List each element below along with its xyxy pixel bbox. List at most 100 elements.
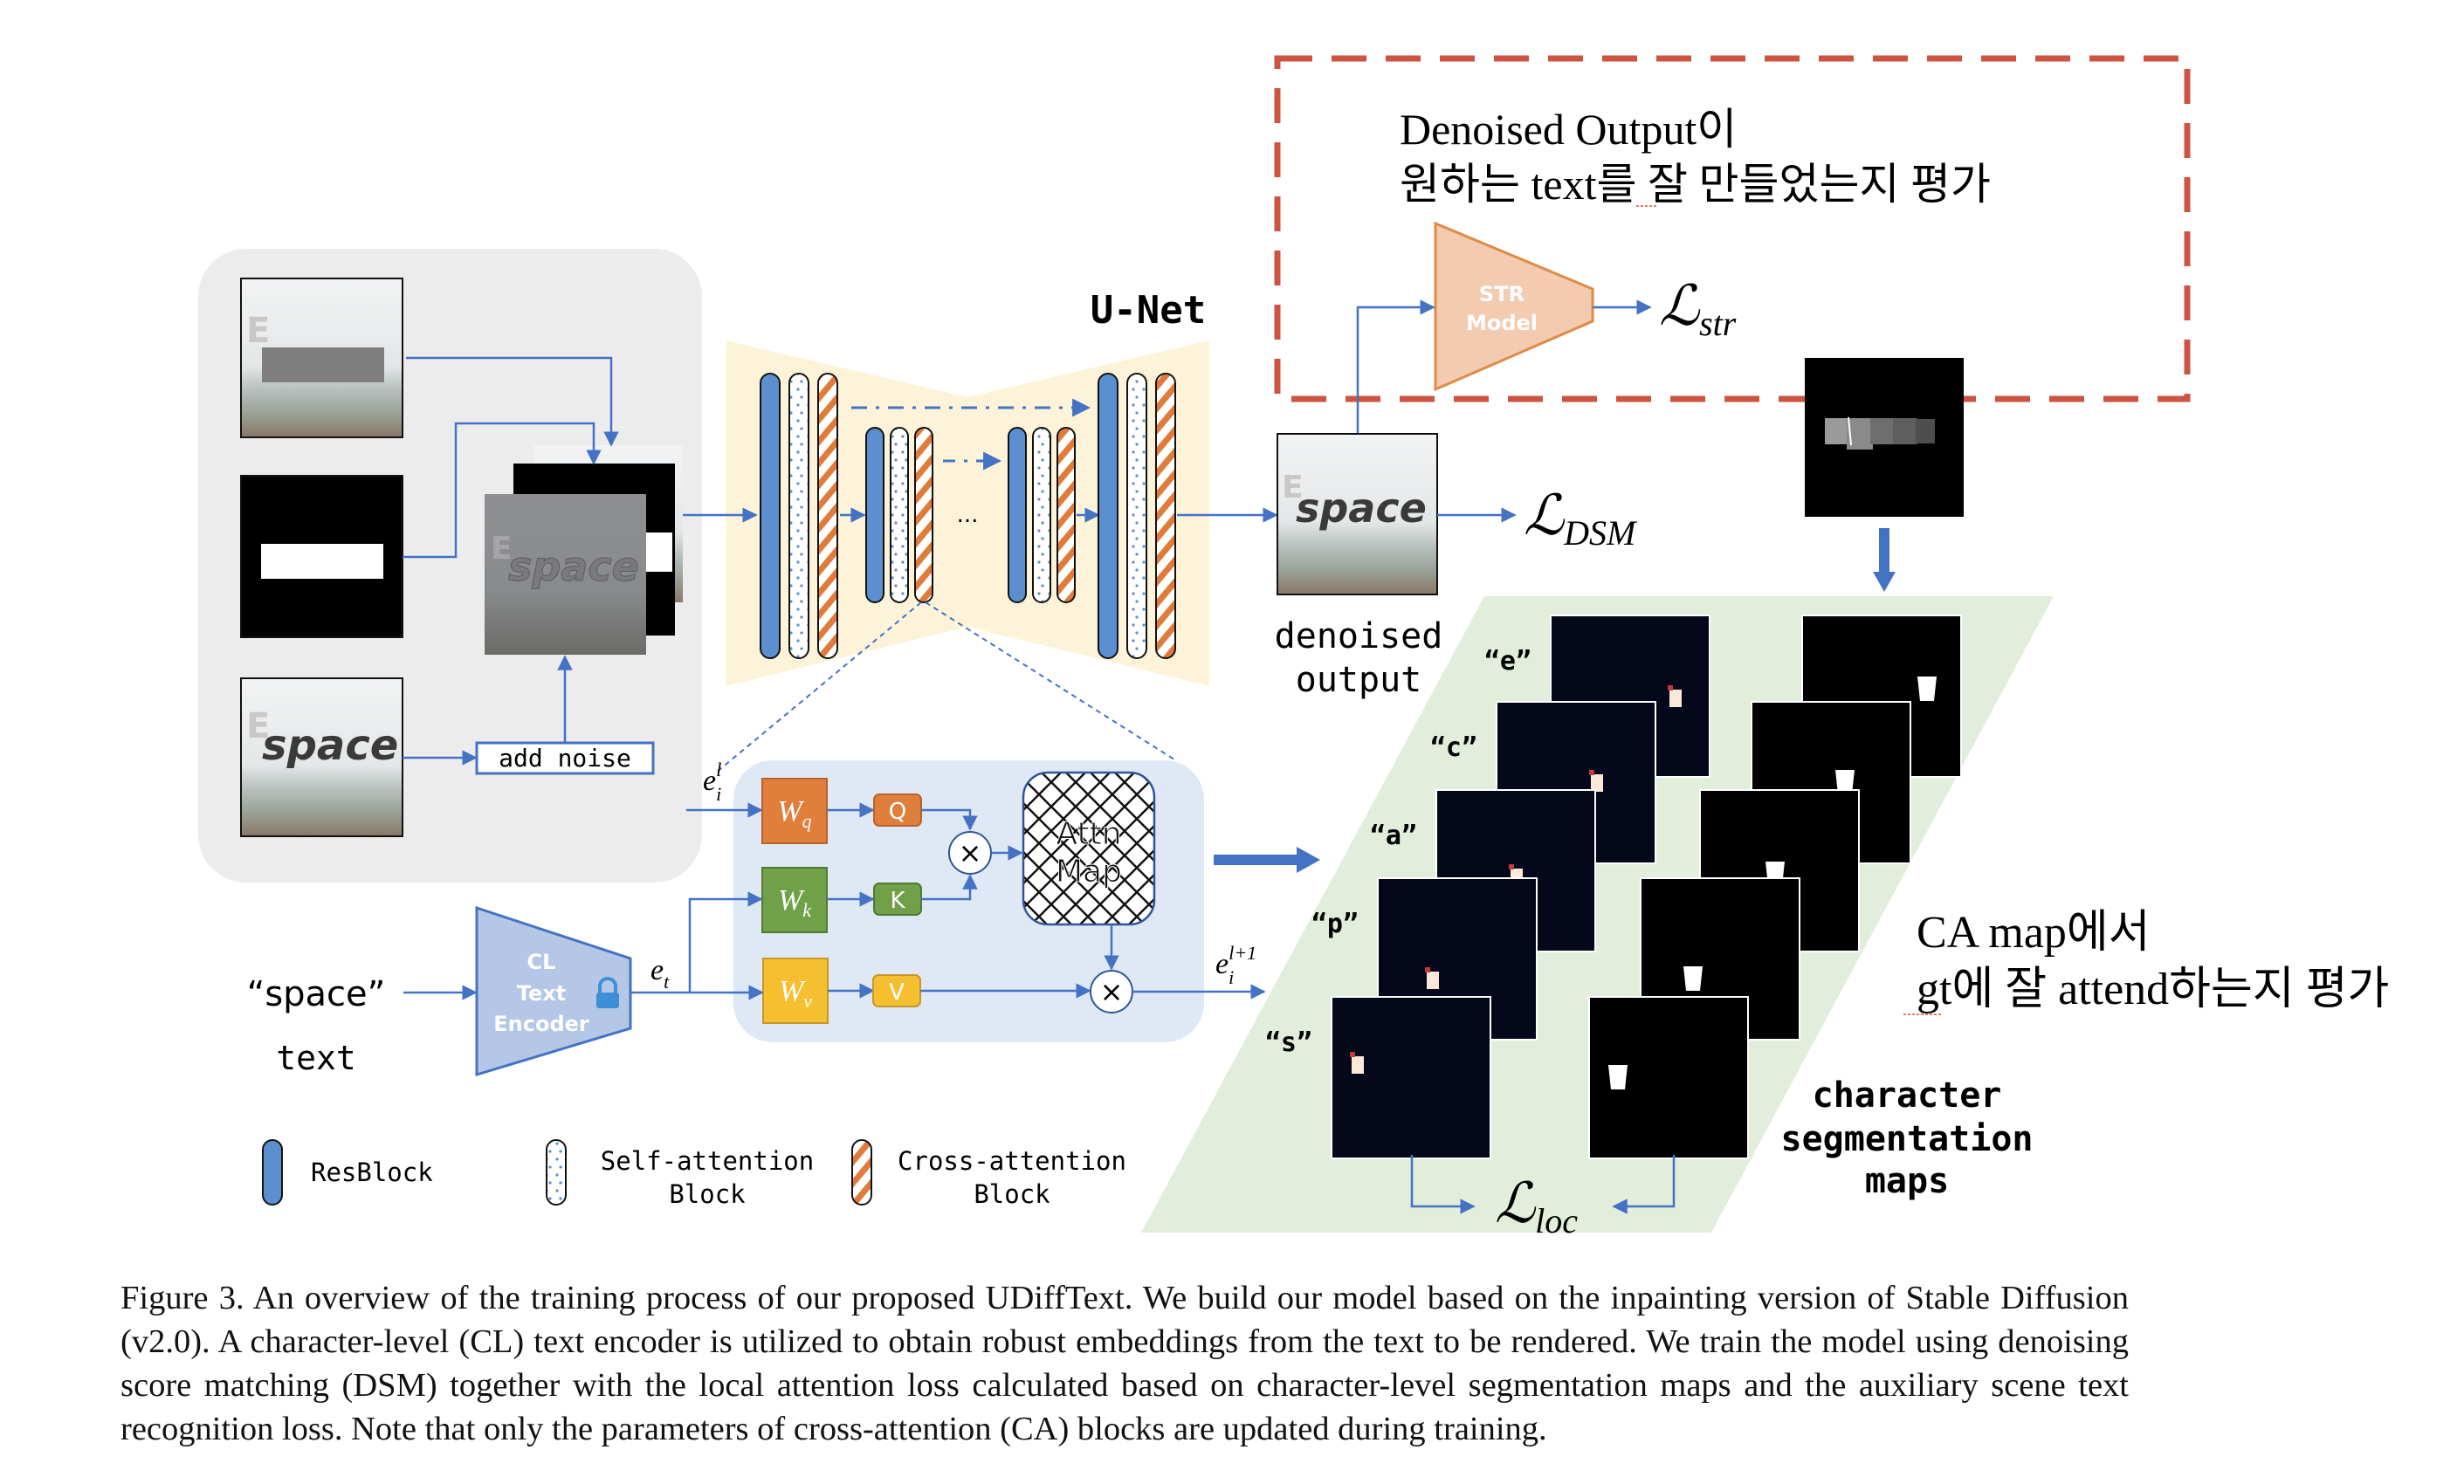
mask-image — [240, 475, 403, 638]
legend-cross-attention-swatch — [851, 1139, 872, 1206]
seg-maps-label-3: maps — [1865, 1161, 1949, 1201]
self-attention-block — [788, 373, 809, 659]
ca-attention-spot — [1352, 1056, 1364, 1074]
arrow-q-mult — [921, 808, 978, 831]
figure-caption: Figure 3. An overview of the training pr… — [120, 1280, 2129, 1447]
encoder-label-3: Encoder — [493, 1012, 589, 1036]
ca-note-line-1: CA map에서 — [1917, 908, 2151, 958]
unet-background — [726, 340, 1209, 686]
arrow-mask-to-stack — [403, 422, 602, 559]
arrow-mask-down-head — [1873, 572, 1896, 592]
str-label-2: Model — [1466, 311, 1538, 335]
qk-multiply-symbol: × — [959, 836, 982, 869]
ca-attention-edge — [1425, 967, 1430, 972]
self-attention-block — [1126, 373, 1147, 659]
v-label: V — [889, 979, 905, 1006]
legend-self-attention-swatch — [546, 1139, 567, 1206]
k-label: K — [890, 888, 905, 914]
resblock — [760, 373, 781, 659]
ca-attention-edge — [1509, 864, 1514, 869]
latent-stack: E space — [485, 445, 683, 655]
arrow-masked-to-stack — [406, 356, 619, 447]
cross-attention-block — [1056, 427, 1076, 603]
gt-char-region — [1683, 966, 1703, 991]
legend: ResBlock Self-attention Block Cross-atte… — [262, 1139, 1126, 1209]
original-image: E space — [240, 677, 403, 837]
denoised-output-image: E space — [1277, 433, 1438, 595]
ca-attention-edge — [1350, 1052, 1355, 1057]
self-attention-block — [1032, 427, 1051, 603]
zoom-line-left — [715, 601, 922, 773]
cross-attention-block — [817, 373, 838, 659]
svg-text:E: E — [246, 311, 270, 351]
denoised-output-label-2: output — [1296, 660, 1422, 700]
gt-char-region — [1608, 1065, 1628, 1089]
q-label: Q — [889, 799, 906, 825]
encoder-label-2: Text — [517, 981, 566, 1006]
str-label-1: STR — [1479, 282, 1525, 306]
char-label: “e” — [1484, 646, 1531, 677]
unet-ellipsis: ... — [957, 502, 979, 528]
e-il-label: eil — [703, 759, 721, 805]
denoised-output-label-1: denoised — [1275, 616, 1443, 656]
wv-label: Wv — [779, 975, 812, 1012]
masked-image: E — [240, 278, 403, 438]
gt-char-region — [1917, 677, 1937, 701]
svg-text:E: E — [491, 531, 513, 567]
input-text: “space” — [247, 974, 386, 1014]
cross-attention-block — [914, 427, 933, 603]
e-t-label: et — [650, 954, 670, 993]
wv-block — [762, 958, 829, 1024]
arrow-k-mult — [921, 874, 978, 901]
char-label: “a” — [1370, 821, 1417, 851]
combined-char-mask — [1805, 358, 1964, 517]
cl-text-encoder — [475, 905, 632, 1077]
sample-word: space — [262, 721, 398, 770]
resblock — [865, 427, 884, 603]
arrow-gt-to-loc — [1612, 1155, 1676, 1214]
legend-self-attention-label: Self-attention — [601, 1146, 814, 1176]
attn-map-label-1: Attn — [1056, 816, 1121, 852]
e-il1-label: eil+1 — [1215, 942, 1256, 988]
attn-map — [1022, 771, 1156, 926]
gt-char-region — [1835, 770, 1855, 794]
ca-attention-spot — [1427, 972, 1439, 989]
zoom-line-right — [925, 601, 1175, 760]
unet-title: U-Net — [1091, 288, 1206, 333]
seg-maps-label-1: character — [1813, 1075, 2002, 1116]
seg-maps-label-2: segmentation — [1781, 1119, 2034, 1159]
str-note-line-1: Denoised Output이 — [1400, 105, 1737, 154]
char-label: “p” — [1311, 909, 1359, 939]
attn-map-label-2: Map — [1056, 854, 1122, 890]
lock-icon — [596, 977, 619, 1008]
str-annotation-box — [1274, 55, 2191, 402]
wk-label: Wk — [778, 884, 812, 921]
ca-attention-edge — [1589, 770, 1594, 775]
arrow-ca-to-loc — [1410, 1155, 1476, 1214]
cross-attention-block — [1155, 373, 1176, 659]
svg-text:E: E — [1282, 470, 1304, 505]
noisy-word: space — [508, 543, 639, 590]
denoised-word: space — [1296, 484, 1427, 532]
char-label: “s” — [1265, 1027, 1312, 1058]
legend-resblock-swatch — [262, 1139, 283, 1206]
encoder-label-1: CL — [527, 950, 556, 974]
legend-resblock-label: ResBlock — [311, 1158, 433, 1187]
arrow-attn-to-plane-head — [1297, 847, 1320, 873]
ca-note-line-2: gt에 잘 attend하는지 평가 — [1917, 965, 2389, 1014]
resblock — [1098, 373, 1118, 659]
wq-block — [761, 778, 828, 844]
add-noise-label: add noise — [499, 744, 631, 773]
resblock — [1008, 427, 1027, 603]
loss-str: ℒstr — [1659, 275, 1737, 343]
str-note-line-2: 원하는 text를 잘 만들었는지 평가 — [1400, 160, 1991, 209]
ca-attention-edge — [1668, 685, 1673, 690]
loss-dsm: ℒDSM — [1524, 484, 1638, 553]
legend-self-attention-label2: Block — [669, 1179, 746, 1209]
char-label: “c” — [1430, 732, 1477, 763]
arrow-et-to-wk — [688, 891, 763, 993]
wq-label: Wq — [777, 795, 811, 832]
attention-maps-group: “e” “c” “a” “p” “s” — [1265, 615, 1962, 1159]
input-text-label: text — [276, 1039, 356, 1077]
